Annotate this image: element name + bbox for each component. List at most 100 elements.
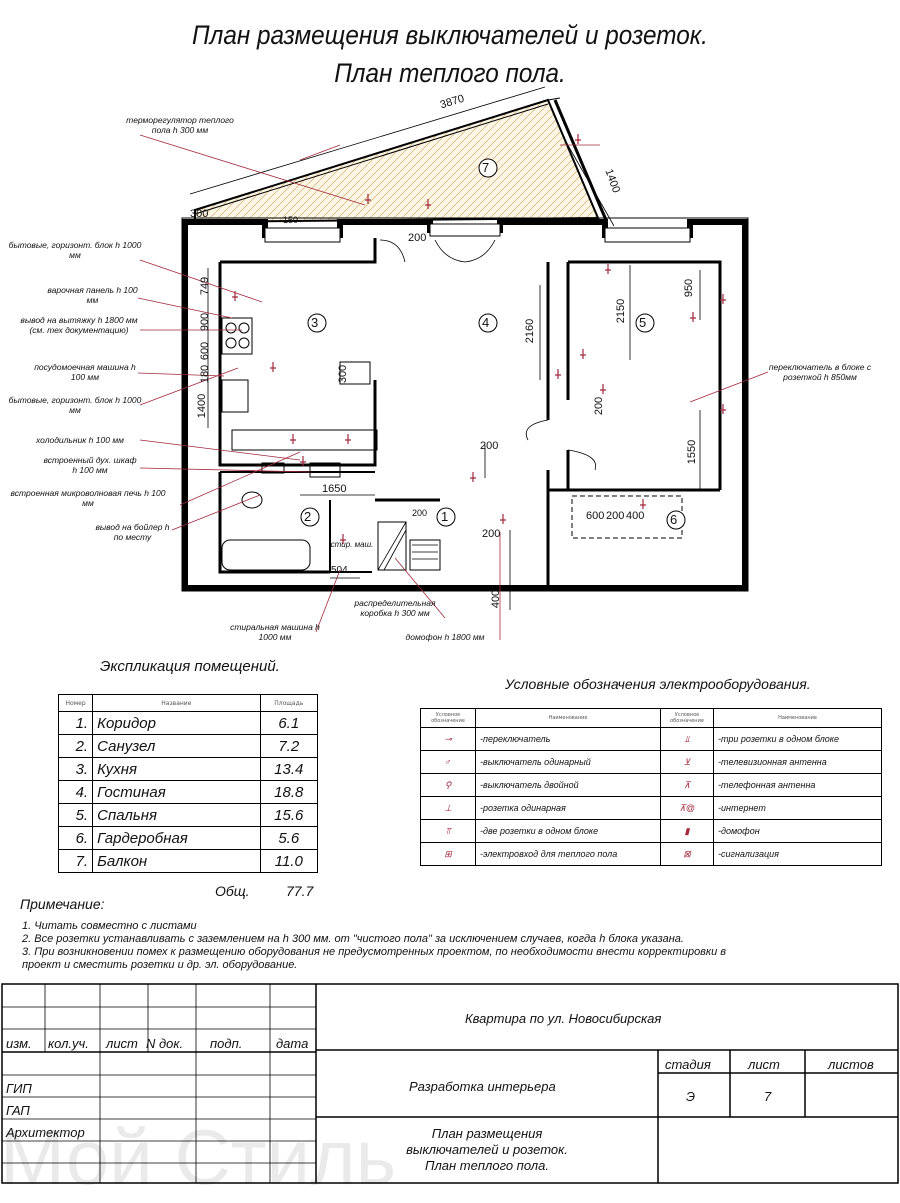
page-title-line1: План размещения выключателей и розеток. — [192, 20, 708, 50]
stamp-stage-value: Э — [686, 1089, 696, 1104]
dim-400-entry: 400 — [490, 589, 503, 609]
table-row: ⊞ -электровход для теплого пола ⊠ -сигна… — [420, 842, 882, 866]
switch-toggle-icon: ⊸ — [444, 733, 452, 744]
dim-2160: 2160 — [524, 318, 537, 344]
table-row: ⚲ -выключатель двойной ⊼ -телефонная ант… — [420, 773, 882, 797]
stamp-header-list: лист — [106, 1036, 138, 1051]
alarm-icon: ⊠ — [683, 848, 691, 859]
internet-icon: ⊼@ — [679, 802, 695, 813]
stamp-header-data: дата — [276, 1036, 309, 1051]
annotation-thermostat: терморегулятор теплого пола h 300 мм — [126, 115, 234, 135]
note-4: проект и сместить розетки и др. эл. обор… — [22, 959, 298, 971]
room-number-6: 6 — [670, 512, 678, 527]
dim-1400-kitchen: 1400 — [196, 393, 209, 419]
double-switch-icon: ⚲ — [444, 779, 452, 790]
explication-heading: Экспликация помещений. — [100, 658, 280, 675]
annotation-closet-label: стир. маш. — [330, 540, 374, 549]
stamp-stage-label: стадия — [665, 1057, 711, 1072]
room-number-7: 7 — [482, 160, 490, 175]
annotation-oven: встроенный дух. шкаф h 100 мм — [43, 455, 137, 475]
stamp-role-gap: ГАП — [6, 1103, 30, 1118]
stamp-header-kol-uch: кол.уч. — [48, 1036, 89, 1051]
annotation-intercom: домофон h 1800 мм — [405, 632, 485, 642]
annotation-hob: варочная панель h 100 мм — [47, 285, 138, 305]
annotation-fridge: холодильник h 100 мм — [36, 435, 124, 445]
annotation-boiler: вывод на бойлер h по месту — [95, 522, 170, 542]
table-row: ♂ -выключатель одинарный ⊻ -телевизионна… — [420, 750, 882, 774]
dim-300-kitchen: 300 — [337, 364, 350, 384]
tv-antenna-icon: ⊻ — [683, 756, 691, 767]
stamp-sheet-label: лист — [748, 1057, 780, 1072]
dim-300: 300 — [190, 208, 209, 220]
dim-200-corridor: 200 — [412, 508, 428, 518]
stamp-header-podp: подп. — [210, 1036, 243, 1051]
floor-heating-input-icon: ⊞ — [444, 848, 452, 859]
phone-antenna-icon: ⊼ — [683, 779, 691, 790]
dim-749: 749 — [199, 276, 212, 296]
room-number-2: 2 — [304, 509, 312, 524]
dim-400-closet: 400 — [626, 510, 645, 522]
room-number-1: 1 — [441, 509, 449, 524]
annotation-kitchen-block-2: бытовые, горизонт. блок h 1000 мм — [8, 395, 142, 415]
dim-200-closet: 200 — [606, 510, 625, 522]
dim-200-entry: 200 — [482, 528, 501, 540]
table-row: ⊥ -розетка одинарная ⊼@ -интернет — [420, 796, 882, 820]
stamp-sheet-value: 7 — [764, 1089, 772, 1104]
annotation-kitchen-block-1: бытовые, горизонт. блок h 1000 мм — [8, 240, 142, 260]
dim-900: 900 — [199, 312, 212, 332]
annotation-hood: вывод на вытяжку h 1800 мм (см. тех доку… — [20, 315, 138, 335]
notes-heading: Примечание: — [20, 896, 105, 912]
single-switch-icon: ♂ — [444, 757, 452, 767]
stamp-drawing-title: План размещения выключателей и розеток. … — [406, 1126, 568, 1173]
column-header: Номер — [57, 694, 94, 712]
table-row: ⊸ -переключатель ⫫ -три розетки в одном … — [420, 727, 882, 751]
stamp-header-n-dok: N док. — [146, 1036, 184, 1051]
annotation-junction-box: распределительная коробка h 300 мм — [354, 598, 436, 618]
page-title-line2: План теплого пола. — [334, 58, 566, 88]
dim-200-bed: 200 — [593, 396, 606, 416]
intercom-icon: ▮ — [684, 825, 690, 836]
dim-600: 600 — [199, 341, 212, 361]
annotation-microwave: встроенная микроволновая печь h 100 мм — [10, 488, 166, 508]
annotation-bedroom-switch: переключатель в блоке с розеткой h 850мм — [768, 362, 872, 382]
single-socket-icon: ⊥ — [444, 802, 452, 813]
dim-950: 950 — [683, 278, 696, 298]
table-row: ⫪ -две розетки в одном блоке ▮ -домофон — [420, 819, 882, 843]
triple-socket-icon: ⫫ — [684, 733, 690, 744]
floor-plan — [137, 86, 769, 640]
dim-180: 180 — [199, 364, 212, 384]
double-socket-icon: ⫪ — [445, 825, 451, 836]
balcony-warm-floor — [194, 98, 600, 224]
note-3: 3. При возникновении помех к размещению … — [22, 946, 727, 958]
room-number-4: 4 — [482, 315, 490, 330]
dim-600-closet: 600 — [586, 510, 605, 522]
legend-heading: Условные обозначения электрооборудования… — [505, 676, 811, 692]
dim-150: 150 — [283, 215, 299, 225]
watermark: Мой Стиль — [0, 1113, 397, 1201]
dim-2150: 2150 — [615, 298, 628, 324]
stamp-header-izm: изм. — [6, 1036, 32, 1051]
dim-1650: 1650 — [322, 483, 347, 495]
note-1: 1. Читать совместно с листами — [22, 920, 197, 932]
dim-504: 504 — [331, 565, 348, 576]
stamp-sheets-label: листов — [828, 1057, 874, 1072]
explication-total-label: Общ. — [215, 883, 250, 899]
column-header: Площадь — [259, 694, 319, 712]
column-header: Название — [92, 694, 261, 712]
explication-total-value: 77.7 — [286, 883, 314, 899]
dim-200-balcony: 200 — [408, 232, 427, 244]
annotation-washer: стиральная машина h 1000 мм — [230, 622, 320, 642]
room-number-3: 3 — [311, 315, 319, 330]
stamp-project: Квартира по ул. Новосибирская — [465, 1011, 662, 1026]
note-2: 2. Все розетки устанавливать с заземлени… — [22, 933, 684, 945]
room-number-5: 5 — [639, 315, 647, 330]
annotation-dishwasher: посудомоечная машина h 100 мм — [34, 362, 136, 382]
